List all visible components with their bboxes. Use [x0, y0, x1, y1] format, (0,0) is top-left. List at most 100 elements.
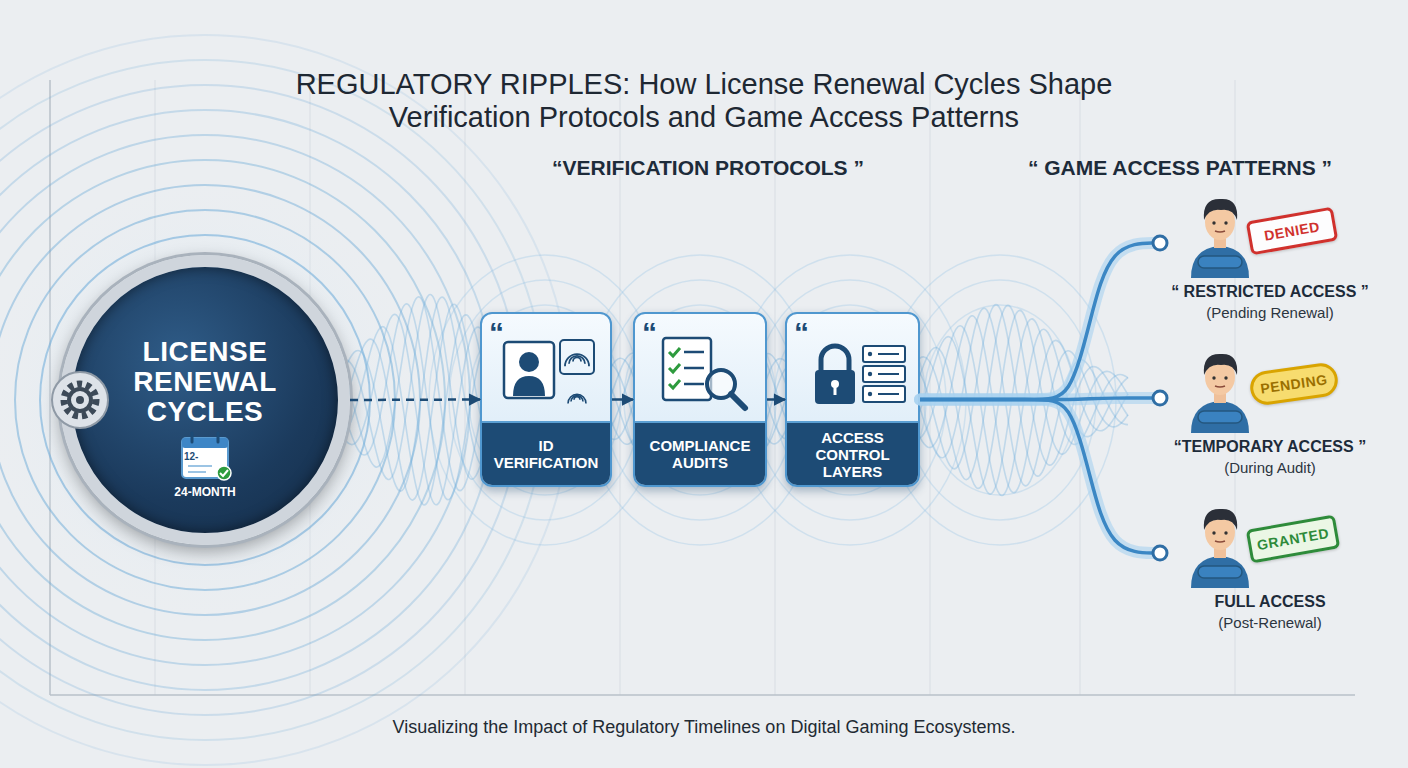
avatar-body — [1191, 556, 1249, 588]
wave-line — [340, 297, 1128, 493]
stamp-text: GRANTED — [1249, 518, 1337, 560]
text-line — [684, 383, 704, 386]
magnifier-handle — [731, 394, 745, 408]
text-line — [684, 351, 704, 354]
server-unit — [863, 386, 905, 402]
server-slot — [878, 373, 899, 375]
avatar-body — [1191, 401, 1249, 433]
process-box: ID VERIFICATION — [480, 312, 612, 487]
person-head — [519, 352, 539, 372]
fingerprint-arc — [571, 396, 583, 402]
wave-line — [340, 304, 1128, 500]
grid-line — [930, 80, 931, 695]
node-text: ID VERIFICATION — [482, 421, 610, 485]
avatar-eye — [1212, 531, 1215, 534]
server-slot — [878, 393, 899, 395]
person-avatar — [1185, 345, 1255, 433]
grid-line — [1080, 80, 1081, 695]
endpoint-dot — [1153, 236, 1167, 250]
branch-glow — [920, 400, 1160, 554]
person-avatar — [1185, 190, 1255, 278]
axis-line — [50, 694, 1355, 696]
stamp-text: DENIED — [1249, 210, 1335, 252]
ripple-ring — [924, 305, 1076, 495]
avatar-arms — [1198, 411, 1242, 423]
person-avatar — [1185, 500, 1255, 588]
avatar-hair — [1204, 354, 1237, 375]
ripple-ring — [0, 185, 420, 615]
cycle-circle: LICENSE RENEWAL CYCLES 24-MONTH — [60, 255, 350, 545]
diagram-title: REGULATORY RIPPLES: How License Renewal … — [289, 68, 1119, 134]
box-icon — [787, 314, 920, 424]
ripple-ring — [0, 60, 545, 740]
check-mark — [669, 380, 680, 388]
avatar-hair — [1204, 509, 1237, 530]
branch-connector — [920, 398, 1160, 400]
section-heading: “VERIFICATION PROTOCOLS ” — [508, 156, 908, 179]
node-text: COMPLIANCE AUDITS — [635, 421, 765, 485]
check-mark — [669, 348, 680, 356]
server-light — [868, 392, 872, 396]
node-text: LICENSE RENEWAL CYCLES — [72, 337, 338, 427]
fingerprint-arc — [565, 354, 589, 366]
avatar-mouth — [1215, 386, 1225, 387]
server-slot — [878, 353, 899, 355]
branch-glow — [920, 243, 1160, 400]
status-stamp: DENIED — [1246, 207, 1339, 256]
node-text: FULL ACCESS — [1160, 592, 1380, 611]
ripple-ring — [734, 255, 966, 545]
flow-arrow — [350, 398, 480, 401]
branch-glow — [920, 398, 1160, 400]
avatar-mouth — [1215, 231, 1225, 232]
status-stamp: GRANTED — [1246, 514, 1341, 563]
avatar-eye — [1224, 531, 1227, 534]
grid-line — [465, 80, 466, 695]
ripple-ring — [624, 305, 776, 495]
box-icon — [482, 314, 612, 424]
document — [663, 338, 711, 400]
node-text: “TEMPORARY ACCESS ” — [1160, 437, 1380, 456]
process-box: COMPLIANCE AUDITS — [633, 312, 767, 487]
branch-connector — [920, 243, 1160, 400]
fingerprint-arc — [568, 394, 586, 403]
scan-frame — [560, 340, 594, 374]
lock-body — [815, 370, 855, 404]
fingerprint-arc — [569, 356, 585, 364]
ripple-ring — [429, 255, 661, 545]
lock-shackle — [821, 346, 849, 372]
server-unit — [863, 366, 905, 382]
avatar-eye — [1212, 221, 1215, 224]
avatar-hair — [1204, 199, 1237, 220]
ripple-ring — [584, 255, 816, 545]
branch-connector — [920, 400, 1160, 554]
node-text: 24-MONTH — [72, 485, 338, 499]
endpoint-dot — [1153, 546, 1167, 560]
server-light — [868, 372, 872, 376]
node-text: (Post-Renewal) — [1160, 614, 1380, 632]
stamp-text: PENDING — [1251, 364, 1336, 403]
connector-group — [350, 243, 1160, 553]
node-text: “ RESTRICTED ACCESS ” — [1160, 282, 1380, 301]
fingerprint-arc — [574, 397, 580, 400]
server-unit — [863, 346, 905, 362]
ripple-ring — [15, 210, 395, 590]
box-icon — [635, 314, 767, 424]
node-text: (During Audit) — [1160, 459, 1380, 477]
status-stamp: PENDING — [1248, 361, 1340, 407]
node-text: (Pending Renewal) — [1160, 304, 1380, 322]
ripple-ring — [754, 280, 946, 520]
diagram-caption: Visualizing the Impact of Regulatory Tim… — [154, 716, 1254, 738]
branch-glow-group — [920, 243, 1160, 553]
endpoint-dot — [1153, 391, 1167, 405]
avatar-mouth — [1215, 541, 1225, 542]
server-light — [868, 352, 872, 356]
ripple-ring — [0, 85, 520, 715]
fingerprint-arc — [573, 357, 581, 361]
process-box: ACCESS CONTROL LAYERS — [785, 312, 920, 487]
ripple-ring — [0, 160, 445, 640]
person-body — [513, 376, 545, 396]
wave-line — [340, 305, 1128, 505]
avatar-arms — [1198, 256, 1242, 268]
check-mark — [669, 364, 680, 372]
ripple-ring — [774, 305, 926, 495]
